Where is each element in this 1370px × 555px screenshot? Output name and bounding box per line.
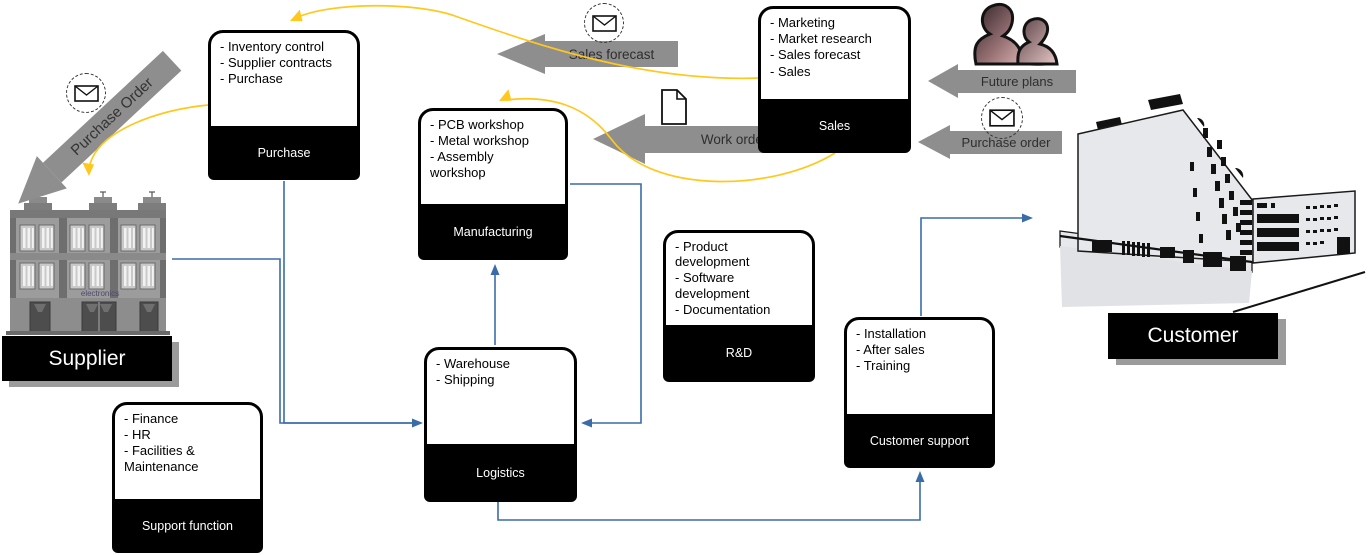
- box-item: - Documentation: [675, 301, 771, 317]
- box-item: - Shipping: [436, 372, 495, 388]
- process-box-purchase: - Inventory control- Supplier contracts-…: [208, 30, 360, 180]
- sales-activity-list: - Marketing- Market research- Sales fore…: [761, 9, 908, 99]
- document-icon: [661, 89, 687, 125]
- box-item: - Facilities & Maintenance: [124, 443, 199, 474]
- box-item: - Sales forecast: [770, 47, 861, 63]
- rnd-activity-list: - Product development- Software developm…: [666, 233, 812, 325]
- arrow-left-tip: [497, 34, 545, 74]
- customer-support-box-label: Customer support: [845, 414, 994, 467]
- sales-forecast-arrow-label: Sales forecast: [545, 41, 678, 67]
- box-item: - Purchase: [220, 71, 283, 87]
- box-item: - HR: [124, 427, 151, 443]
- supplier-building-illustration: electronics: [6, 191, 170, 335]
- sales-forecast-arrow: Sales forecast: [497, 34, 678, 74]
- box-item: - Assembly workshop: [430, 149, 494, 180]
- supplier-sign-text: electronics: [81, 289, 119, 298]
- box-item: - PCB workshop: [430, 117, 524, 132]
- box-item: - After sales: [856, 342, 925, 358]
- box-item: - Finance: [124, 411, 179, 426]
- rnd-box-label: R&D: [664, 325, 814, 381]
- supplier-label: Supplier: [2, 336, 172, 381]
- support-function-activity-list: - Finance- HR- Facilities & Maintenance: [115, 405, 260, 499]
- customer-label: Customer: [1108, 313, 1278, 359]
- box-item: - Marketing: [770, 15, 836, 30]
- arrow-left-tip: [918, 125, 950, 159]
- box-item: - Market research: [770, 31, 872, 47]
- purchase-order-arrow-right: Purchase order: [918, 125, 1062, 159]
- process-box-sales: - Marketing- Market research- Sales fore…: [758, 6, 911, 153]
- process-box-rnd: - Product development- Software developm…: [663, 230, 815, 382]
- logistics-box-label: Logistics: [425, 444, 576, 501]
- box-item: - Product development: [675, 239, 750, 270]
- manufacturing-activity-list: - PCB workshop- Metal workshop- Assembly…: [421, 111, 565, 204]
- box-item: - Sales: [770, 63, 811, 79]
- envelope-icon: [66, 73, 106, 113]
- envelope-icon: [981, 97, 1023, 139]
- process-box-manufacturing: - PCB workshop- Metal workshop- Assembly…: [418, 108, 568, 260]
- purchase-box-label: Purchase: [209, 126, 359, 179]
- envelope-icon: [584, 3, 624, 43]
- box-item: - Inventory control: [220, 39, 325, 54]
- process-box-customer-support: - Installation- After sales- Training Cu…: [844, 317, 995, 468]
- support-function-box-label: Support function: [113, 499, 262, 552]
- process-box-support-function: - Finance- HR- Facilities & Maintenance …: [112, 402, 263, 553]
- box-item: - Supplier contracts: [220, 55, 332, 71]
- box-item: - Installation: [856, 326, 927, 341]
- process-box-logistics: - Warehouse- Shipping Logistics: [424, 347, 577, 502]
- future-plans-arrow-label: Future plans: [958, 69, 1076, 93]
- purchase-order-arrow-label: Purchase order: [950, 130, 1062, 154]
- logistics-activity-list: - Warehouse- Shipping: [427, 350, 574, 444]
- future-plans-arrow: Future plans: [928, 64, 1076, 98]
- box-item: - Training: [856, 358, 911, 374]
- people-icon: [973, 3, 1059, 66]
- customer-support-activity-list: - Installation- After sales- Training: [847, 320, 992, 414]
- box-item: - Software development: [675, 270, 750, 301]
- arrow-left-tip: [928, 64, 958, 98]
- box-item: - Warehouse: [436, 356, 510, 371]
- box-item: - Metal workshop: [430, 133, 529, 149]
- purchase-order-arrow-label: Purchase Order: [42, 50, 181, 183]
- customer-building-illustration: [1059, 94, 1366, 313]
- manufacturing-box-label: Manufacturing: [419, 204, 567, 259]
- purchase-activity-list: - Inventory control- Supplier contracts-…: [211, 33, 357, 126]
- sales-box-label: Sales: [759, 99, 910, 152]
- arrow-left-tip: [593, 114, 645, 164]
